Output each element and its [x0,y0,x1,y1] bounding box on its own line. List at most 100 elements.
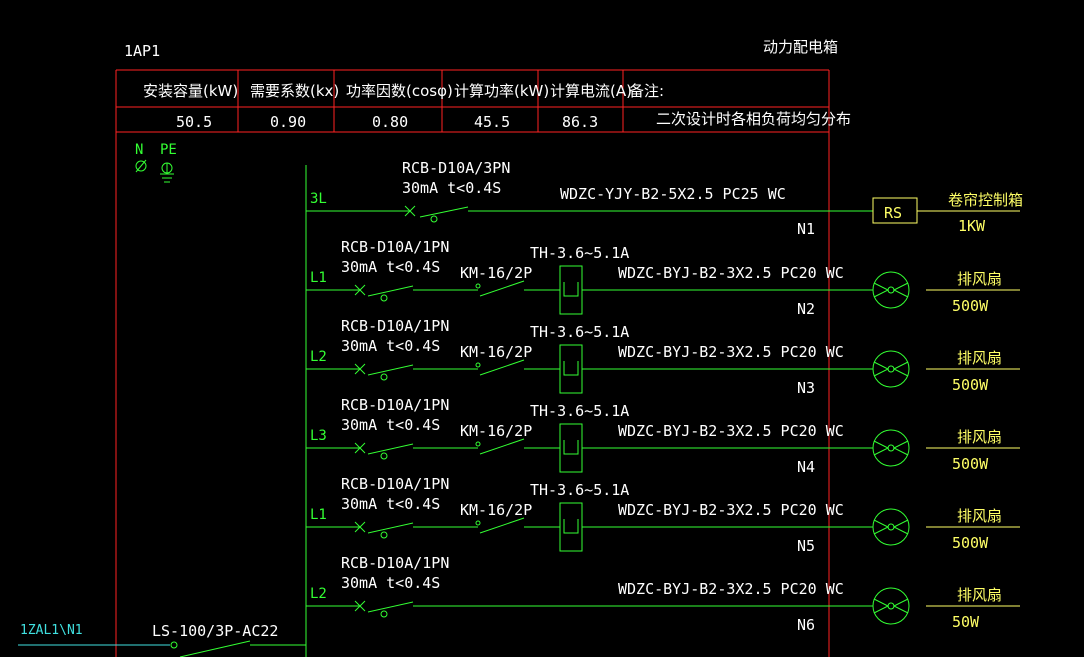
incoming-feeder-label: 1ZAL1\N1 [20,623,83,638]
breaker-contact-icon [430,215,438,223]
thermal-relay-icon [559,344,583,394]
load-name-label: 卷帘控制箱 [948,191,1023,209]
fan-blade-icon [873,361,890,377]
circuit-rcd-label: 30mA t<0.4S [341,258,440,276]
circuit-rcd-label: 30mA t<0.4S [341,495,440,513]
exhaust-fan-icon [872,271,910,309]
exhaust-fan-icon [872,508,910,546]
neutral-earth-terminals: N PE [135,142,177,183]
thermal-relay-element-icon [563,519,579,534]
fan-blade-icon [873,519,890,535]
load-power-label: 50W [952,613,980,631]
load-name-label: 排风扇 [957,349,1002,367]
circuit-cable-label: WDZC-BYJ-B2-3X2.5 PC20 WC [618,343,844,361]
breaker-contact-icon [380,452,388,460]
circuit-relay-label: TH-3.6~5.1A [530,402,629,420]
incoming-breaker-label: LS-100/3P-AC22 [152,622,278,640]
circuit-id-label: N4 [797,458,815,476]
breaker-blade [367,522,414,534]
circuit-relay-label: TH-3.6~5.1A [530,323,629,341]
circuit-phase-label: L2 [310,586,327,602]
circuit-phase-label: L3 [310,428,327,444]
fan-blade-icon [892,282,909,298]
breaker-x-icon [354,284,366,296]
fan-blade-icon [892,440,909,456]
incoming-feeder: 1ZAL1\N1 LS-100/3P-AC22 [18,622,306,657]
incoming-breaker-contact-icon [170,641,178,649]
fan-blade-icon [873,440,890,456]
thermal-relay-icon [559,502,583,552]
circuit-phase-label: 3L [310,191,327,207]
load-symbol-label: RS [884,204,902,222]
circuit-id-label: N5 [797,537,815,555]
breaker-blade [367,443,414,455]
exhaust-fan-icon [872,350,910,388]
contactor-blade [479,517,525,534]
circuit-phase-label: L2 [310,349,327,365]
circuit-cable-label: WDZC-BYJ-B2-3X2.5 PC20 WC [618,501,844,519]
circuit-rcd-label: 30mA t<0.4S [341,574,440,592]
contactor-blade [479,438,525,455]
table-value-remarks: 二次设计时各相负荷均匀分布 [656,110,851,128]
breaker-contact-icon [380,373,388,381]
table-header-demand-factor: 需要系数(kx) [250,82,339,100]
panel-frame [115,69,830,657]
table-header-power-factor: 功率因数(cosφ) [346,82,453,100]
fan-blade-icon [873,598,890,614]
table-value-calc-current: 86.3 [562,113,598,131]
circuit-breaker-label: RCB-D10A/1PN [341,554,449,572]
breaker-blade [419,206,469,218]
breaker-x-icon [354,363,366,375]
panel-name: 动力配电箱 [763,38,838,56]
circuit-phase-label: L1 [310,270,327,286]
breaker-contact-icon [380,531,388,539]
thermal-relay-element-icon [563,282,579,297]
breaker-blade [367,285,414,297]
breaker-blade [367,601,414,613]
table-value-installed-capacity: 50.5 [176,113,212,131]
table-header-installed-capacity: 安装容量(kW) [143,82,238,100]
circuit-id-label: N3 [797,379,815,397]
circuit-cable-label: WDZC-BYJ-B2-3X2.5 PC20 WC [618,580,844,598]
table-value-demand-factor: 0.90 [270,113,306,131]
circuit-rcd-label: 30mA t<0.4S [402,179,501,197]
breaker-contact-icon [380,294,388,302]
table-header-calc-current: 计算电流(A) [550,82,632,100]
contactor-contact-icon [475,283,481,289]
circuit-row: L2 RCB-D10A/1PN 30mA t<0.4S WDZC-BYJ-B2-3X2… [306,554,1020,634]
circuit-relay-label: TH-3.6~5.1A [530,481,629,499]
circuit-contactor-label: KM-16/2P [460,501,532,519]
circuit-breaker-label: RCB-D10A/1PN [341,396,449,414]
circuit-cable-label: WDZC-BYJ-B2-3X2.5 PC20 WC [618,264,844,282]
load-power-label: 500W [952,534,989,552]
fan-blade-icon [892,598,909,614]
circuit-rcd-label: 30mA t<0.4S [341,416,440,434]
exhaust-fan-icon [872,587,910,625]
fan-blade-icon [892,361,909,377]
table-value-power-factor: 0.80 [372,113,408,131]
breaker-x-icon [354,600,366,612]
earth-label: PE [160,142,177,158]
table-value-calc-power: 45.5 [474,113,510,131]
breaker-contact-icon [380,610,388,618]
circuit-contactor-label: KM-16/2P [460,422,532,440]
circuit-cable-label: WDZC-BYJ-B2-3X2.5 PC20 WC [618,422,844,440]
thermal-relay-element-icon [563,440,579,455]
thermal-relay-icon [559,423,583,473]
thermal-relay-element-icon [563,361,579,376]
circuit-breaker-label: RCB-D10A/1PN [341,317,449,335]
contactor-contact-icon [475,520,481,526]
breaker-x-icon [354,521,366,533]
circuit-phase-label: L1 [310,507,327,523]
exhaust-fan-icon [872,429,910,467]
contactor-blade [479,280,525,297]
load-name-label: 排风扇 [957,428,1002,446]
load-name-label: 排风扇 [957,270,1002,288]
breaker-x-icon [404,205,416,217]
load-power-label: 1KW [958,217,986,235]
